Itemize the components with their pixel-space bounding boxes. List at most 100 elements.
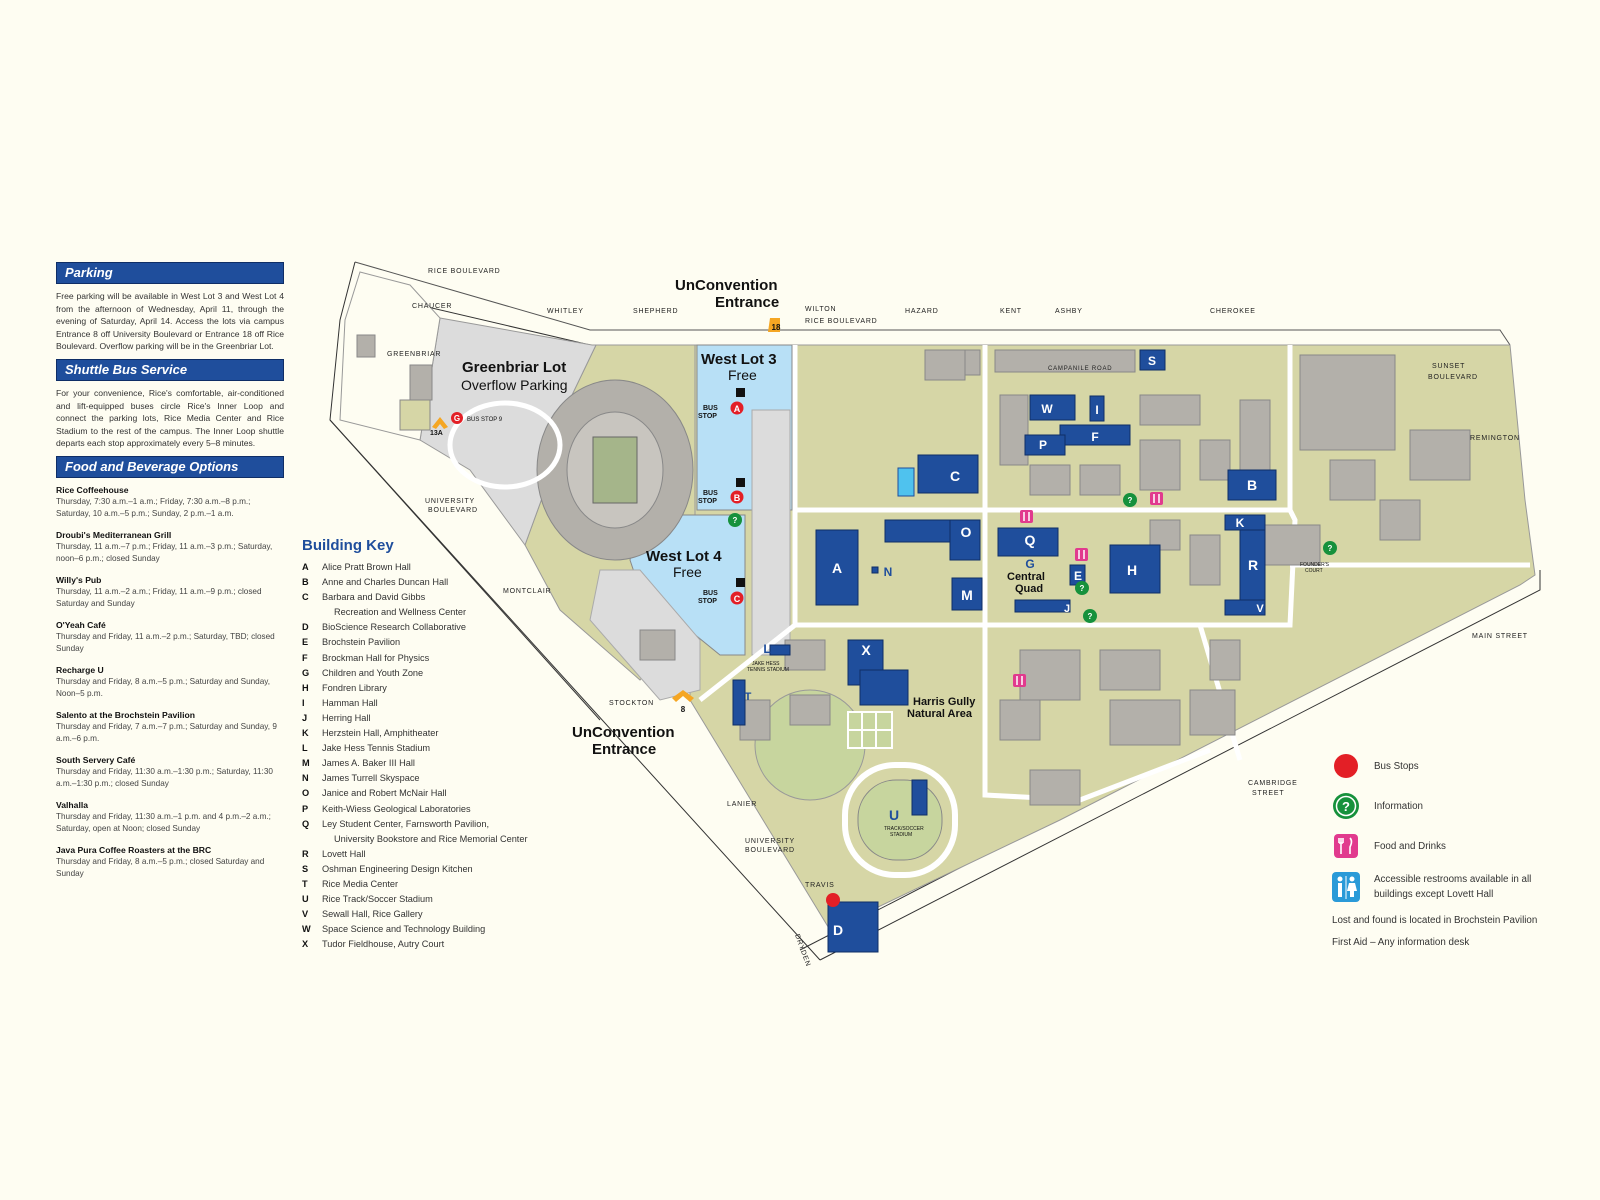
west-lot-4-title: West Lot 4 (646, 548, 722, 565)
west-lot-4 (629, 514, 746, 656)
street-sunset-2: BOULEVARD (1428, 374, 1478, 381)
food-icons[interactable] (1013, 492, 1163, 687)
label-a: A (832, 560, 842, 576)
legend-label-information: Information (1374, 800, 1424, 812)
label-f: F (1091, 430, 1098, 444)
label-g: G (1025, 557, 1034, 571)
food-and-drinks-icon (1075, 548, 1088, 561)
west-lot-3-title: West Lot 3 (701, 351, 777, 368)
map-area-labels: UnConvention Entrance UnConvention Entra… (430, 277, 1330, 838)
street-greenbriar: GREENBRIAR (387, 351, 441, 358)
information-icon: ? (1083, 609, 1097, 623)
svg-text:?: ? (1328, 544, 1333, 553)
central-quad-2: Quad (1015, 583, 1043, 595)
bus-stops[interactable]: G BUS STOP A BUS STOP B BUS STOP C (451, 401, 840, 908)
street-univ-1b: BOULEVARD (428, 507, 478, 514)
information-icon: ? (1075, 581, 1089, 595)
label-v: V (1256, 603, 1264, 615)
building-t (732, 679, 746, 726)
entrance-bottom-line1: UnConvention (572, 724, 675, 741)
building-h (1109, 544, 1161, 594)
svg-text:18: 18 (772, 323, 781, 332)
parking-text: Free parking will be available in West L… (56, 291, 284, 352)
entrance-marker-18[interactable]: 18 (768, 318, 781, 332)
track-label-2: STADIUM (890, 832, 912, 838)
label-t: T (745, 691, 752, 703)
label-q: Q (1025, 532, 1036, 548)
founders-label-2: COURT (1305, 568, 1323, 574)
building-p (1024, 434, 1066, 456)
building-x2 (859, 669, 909, 706)
street-lanier: LANIER (727, 801, 757, 808)
label-b: B (1247, 477, 1257, 493)
svg-text:C: C (734, 594, 741, 604)
entrance-marker-8[interactable]: 8 (672, 690, 694, 714)
building-u (911, 779, 928, 816)
bus-stop-13a-label: 13A (430, 430, 443, 437)
svg-text:BUS: BUS (703, 490, 718, 497)
greenbriar-buildings (356, 334, 433, 431)
street-ashby: ASHBY (1055, 308, 1083, 315)
greenbriar-title: Greenbriar Lot (462, 359, 566, 376)
information-icons[interactable]: ? ? ? ? ? (728, 493, 1337, 623)
entrance-marker-13a[interactable] (432, 417, 448, 429)
street-travis: TRAVIS (805, 882, 835, 889)
track-stadium (842, 762, 958, 878)
building-v (1224, 599, 1266, 616)
building-m (951, 577, 983, 611)
label-l: L (763, 642, 770, 656)
svg-text:STOP: STOP (698, 598, 717, 605)
svg-text:A: A (734, 404, 741, 414)
west-lot-4-sub: Free (673, 564, 702, 580)
legend-label-food: Food and Drinks (1374, 840, 1446, 852)
building-o2 (949, 519, 981, 561)
street-univ-2b: BOULEVARD (745, 847, 795, 854)
street-kent: KENT (1000, 308, 1022, 315)
street-hazard: HAZARD (905, 308, 939, 315)
legend-row-restrooms: Accessible restrooms available in all bu… (1332, 872, 1572, 902)
street-stockton: STOCKTON (609, 700, 654, 707)
svg-text:BUS: BUS (703, 590, 718, 597)
food-and-drinks-icon (1020, 510, 1033, 523)
food-and-drinks-icon (1150, 492, 1163, 505)
building-l (769, 644, 791, 656)
svg-text:STOP: STOP (698, 498, 717, 505)
svg-text:B: B (734, 493, 741, 503)
legend-row-food: Food and Drinks (1332, 832, 1572, 860)
street-campanile: CAMPANILE ROAD (1048, 366, 1112, 372)
bus-stop-d (826, 893, 840, 907)
first-aid-note: First Aid – Any information desk (1332, 937, 1470, 948)
entrance-top-line1: UnConvention (675, 277, 778, 294)
street-main: MAIN STREET (1472, 633, 1528, 640)
building-key-title: Building Key (302, 537, 394, 554)
greenbriar-oval (447, 400, 563, 490)
information-icon: ? (1332, 792, 1360, 820)
street-sunset-1: SUNSET (1432, 363, 1465, 370)
label-m: M (961, 587, 973, 603)
svg-text:STOP: STOP (698, 413, 717, 420)
street-cherokee: CHEROKEE (1210, 308, 1256, 315)
label-n: N (884, 565, 893, 579)
west-lot-3-sub: Free (728, 367, 757, 383)
greenbriar-sub: Overflow Parking (461, 377, 568, 393)
label-e: E (1074, 569, 1082, 583)
street-montclair: MONTCLAIR (503, 588, 551, 595)
